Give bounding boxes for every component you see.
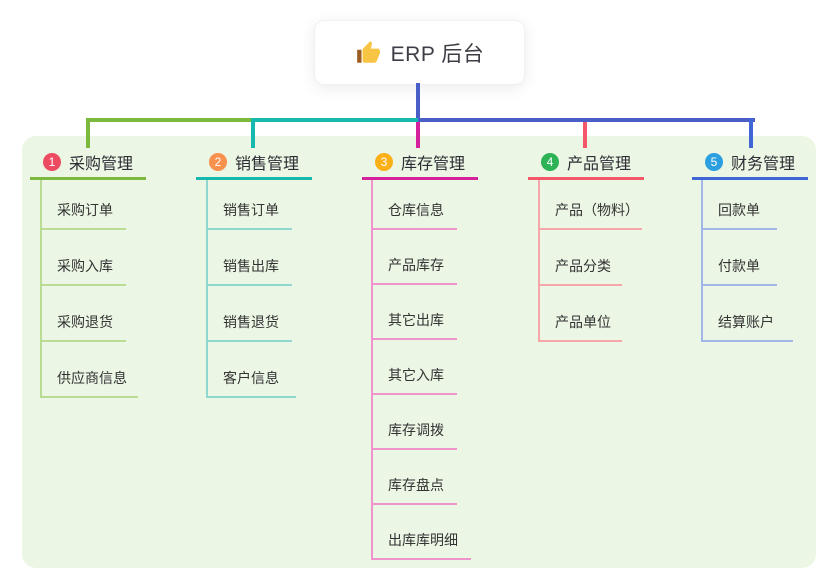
hconnector-green [88, 118, 253, 122]
child-node[interactable]: 库存盘点 [388, 477, 444, 493]
child-underline [371, 283, 457, 285]
branch-node-purchase[interactable]: 1 采购管理 [30, 146, 146, 180]
branch-child-line [206, 180, 208, 398]
child-underline [538, 228, 642, 230]
child-underline [371, 503, 457, 505]
child-node[interactable]: 销售退货 [223, 314, 279, 330]
child-underline [371, 448, 457, 450]
hconnector-blue [418, 118, 755, 122]
child-underline [40, 284, 126, 286]
child-node[interactable]: 库存调拨 [388, 422, 444, 438]
child-node[interactable]: 产品（物料） [555, 202, 639, 218]
root-node[interactable]: ERP 后台 [314, 20, 525, 85]
branch-node-sales[interactable]: 2 销售管理 [196, 146, 312, 180]
child-node[interactable]: 供应商信息 [57, 370, 127, 386]
drop-line-sales [251, 118, 255, 148]
badge-4: 4 [540, 152, 559, 171]
thumbs-up-icon [355, 40, 381, 66]
branch-child-line [701, 180, 703, 342]
branch-label: 财务管理 [730, 155, 795, 173]
child-underline [371, 338, 457, 340]
child-underline [40, 228, 126, 230]
branches-panel [22, 136, 816, 568]
child-underline [206, 284, 292, 286]
branch-child-line [538, 180, 540, 342]
child-node[interactable]: 其它入库 [388, 367, 444, 383]
branch-node-inventory[interactable]: 3 库存管理 [362, 146, 478, 180]
badge-3: 3 [374, 152, 393, 171]
badge-1: 1 [42, 152, 61, 171]
child-node[interactable]: 结算账户 [718, 314, 774, 330]
child-node[interactable]: 采购订单 [57, 202, 113, 218]
badge-5: 5 [704, 152, 723, 171]
child-underline [206, 396, 296, 398]
child-node[interactable]: 其它出库 [388, 312, 444, 328]
child-node[interactable]: 付款单 [718, 258, 760, 274]
child-node[interactable]: 回款单 [718, 202, 760, 218]
drop-line-finance [749, 118, 753, 148]
child-node[interactable]: 采购入库 [57, 258, 113, 274]
child-node[interactable]: 销售订单 [223, 202, 279, 218]
child-underline [701, 340, 793, 342]
child-node[interactable]: 出库库明细 [388, 532, 458, 548]
child-node[interactable]: 仓库信息 [388, 202, 444, 218]
branch-child-line [40, 180, 42, 398]
drop-line-product [583, 122, 587, 148]
child-underline [538, 284, 622, 286]
child-underline [701, 228, 777, 230]
root-title: ERP 后台 [390, 42, 485, 66]
branch-child-line [371, 180, 373, 560]
child-underline [701, 284, 777, 286]
drop-line-inventory [416, 122, 420, 148]
child-underline [371, 558, 471, 560]
drop-line-purchase [86, 118, 90, 148]
child-underline [206, 340, 292, 342]
child-node[interactable]: 产品单位 [555, 314, 611, 330]
child-node[interactable]: 客户信息 [223, 370, 279, 386]
child-node[interactable]: 产品分类 [555, 258, 611, 274]
branch-label: 采购管理 [68, 155, 133, 173]
branch-node-finance[interactable]: 5 财务管理 [692, 146, 808, 180]
root-connector-line [416, 83, 420, 120]
branch-label: 销售管理 [234, 155, 299, 173]
child-underline [40, 396, 138, 398]
hconnector-teal [253, 118, 418, 122]
child-underline [371, 393, 457, 395]
child-underline [371, 228, 457, 230]
child-underline [206, 228, 292, 230]
child-node[interactable]: 产品库存 [388, 257, 444, 273]
branch-label: 产品管理 [566, 155, 631, 173]
branch-label: 库存管理 [400, 155, 465, 173]
child-underline [538, 340, 622, 342]
branch-node-product[interactable]: 4 产品管理 [528, 146, 644, 180]
child-node[interactable]: 销售出库 [223, 258, 279, 274]
badge-2: 2 [208, 152, 227, 171]
child-underline [40, 340, 126, 342]
child-node[interactable]: 采购退货 [57, 314, 113, 330]
